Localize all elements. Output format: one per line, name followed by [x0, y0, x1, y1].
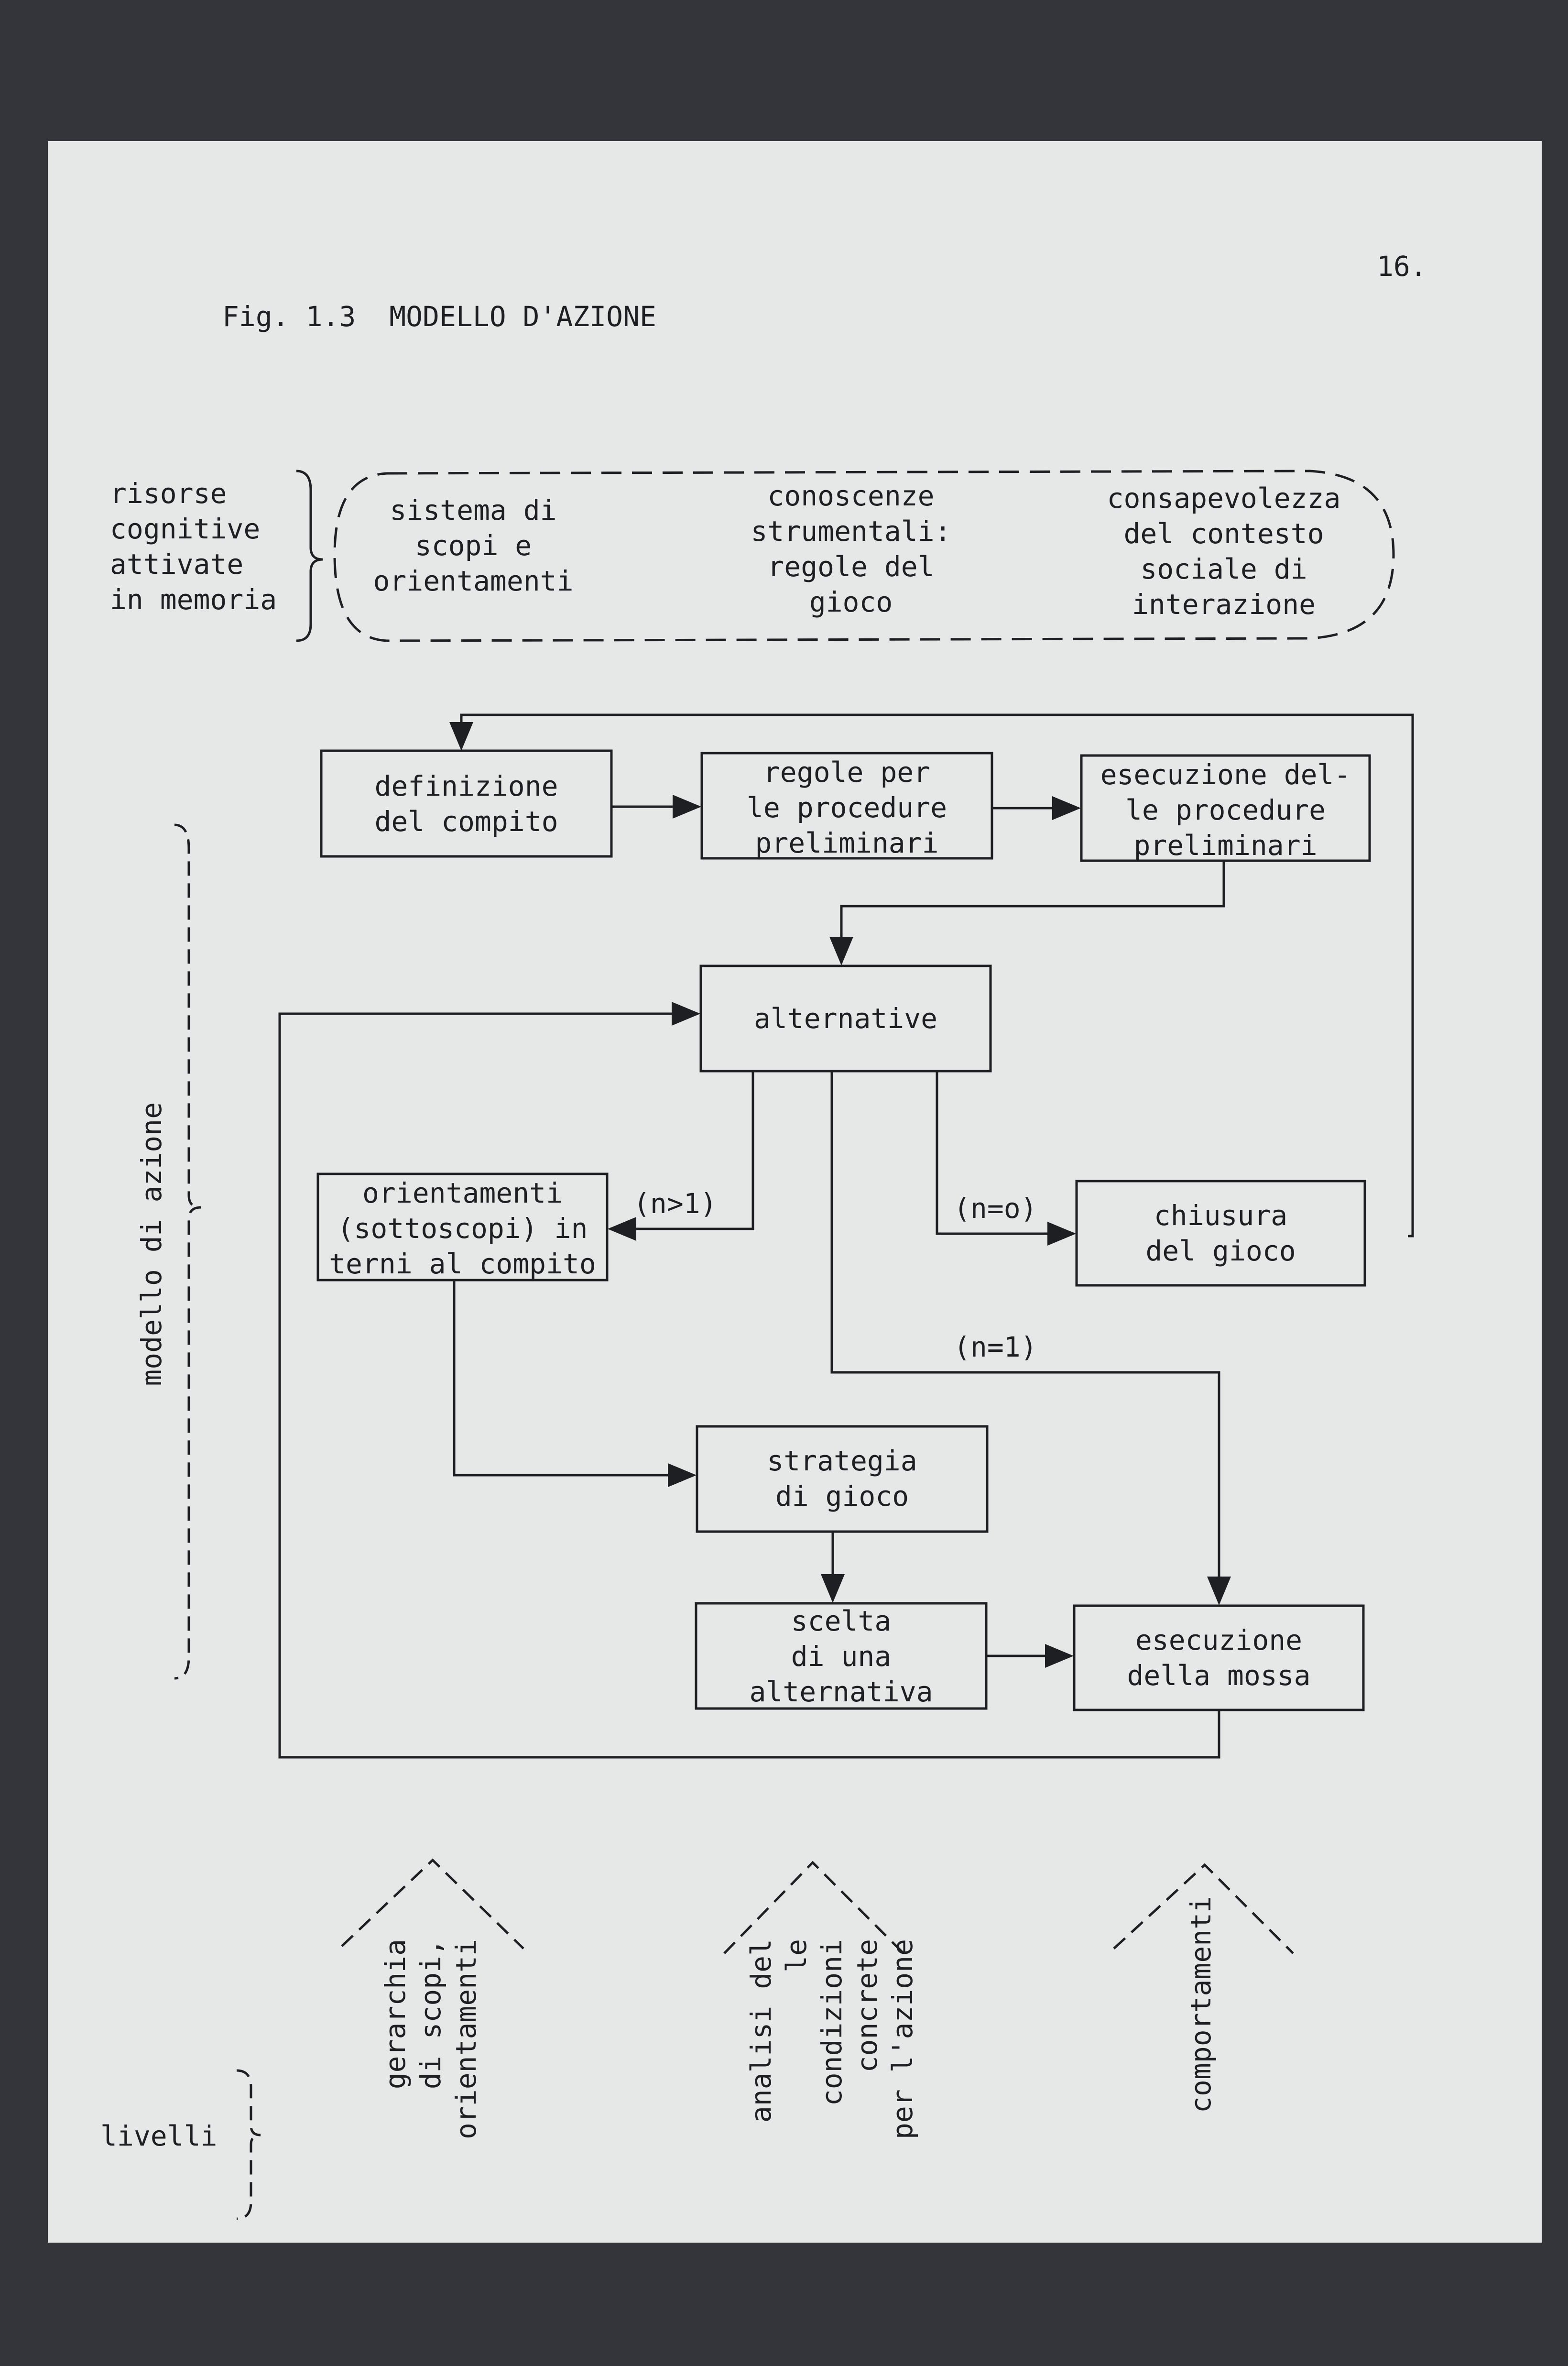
- diagram-lines: [174, 470, 1414, 2220]
- arrow-alternatives-to-move: [830, 1071, 1231, 1605]
- box-preliminary-execution: [1080, 754, 1371, 862]
- move-execution-text: esecuzione della mossa: [1127, 1624, 1311, 1692]
- preliminary-execution-text: esecuzione del- le procedure preliminari: [1100, 758, 1351, 862]
- alternatives-text: alternative: [753, 1002, 938, 1035]
- box-game-strategy: [696, 1425, 989, 1533]
- box-game-closure: [1075, 1180, 1366, 1287]
- box-internal-orientations: [316, 1172, 609, 1282]
- arrow-execution-to-alternatives: [829, 861, 1225, 965]
- game-strategy-text: strategia di gioco: [767, 1445, 917, 1512]
- resources-brace: [296, 470, 323, 642]
- level-chevron-3: [1113, 1863, 1294, 1954]
- arrow-feedback-to-task: [449, 713, 1414, 1238]
- model-label: modello di azione: [135, 1102, 168, 1386]
- internal-orientations-text: orientamenti (sottoscopi) in terni al co…: [329, 1177, 596, 1280]
- box-task-definition: [320, 749, 613, 858]
- box-preliminary-rules: [700, 752, 993, 860]
- resources-label: risorse cognitive attivate in memoria: [110, 477, 277, 616]
- arrow-alternatives-to-orientations: [608, 1071, 754, 1241]
- arrow-alternatives-to-closure: [936, 1071, 1076, 1246]
- level-chevron-2: [723, 1861, 904, 1954]
- arrow-loop-to-alternatives: [278, 1002, 1220, 1759]
- level-chevron-1: [341, 1858, 524, 1950]
- box-alternatives: [699, 964, 992, 1073]
- level-conditions-analysis: analisi del le condizioni concrete per l…: [745, 1939, 919, 2140]
- condition-n-zero: (n=o): [954, 1192, 1037, 1225]
- task-definition-text: definizione del compito: [374, 770, 558, 838]
- document-sheet: 16. Fig. 1.3 MODELLO D'AZIONE risorse co…: [48, 141, 1542, 2243]
- level-behaviours: comportamenti: [1185, 1896, 1217, 2113]
- levels-brace: [236, 2069, 261, 2220]
- resource-social-context: consapevolezza del contesto sociale di i…: [1107, 482, 1341, 621]
- resource-instrumental-knowledge: conoscenze strumentali: regole del gioco: [751, 480, 951, 618]
- level-goal-hierarchy: gerarchia di scopi, orientamenti: [379, 1939, 482, 2140]
- game-closure-text: chiusura del gioco: [1145, 1199, 1296, 1267]
- levels-label: livelli: [100, 2120, 218, 2152]
- model-brace: [174, 823, 201, 1680]
- resource-goal-system: sistema di scopi e orientamenti: [373, 494, 574, 597]
- figure-title: Fig. 1.3 MODELLO D'AZIONE: [222, 300, 656, 333]
- page-number: 16.: [1377, 250, 1427, 283]
- condition-n-one: (n=1): [954, 1331, 1037, 1363]
- condition-n-greater-1: (n>1): [633, 1187, 717, 1220]
- preliminary-rules-text: regole per le procedure preliminari: [746, 756, 947, 859]
- arrow-orientations-to-strategy: [453, 1280, 697, 1487]
- choice-text: scelta di una alternativa: [749, 1605, 933, 1708]
